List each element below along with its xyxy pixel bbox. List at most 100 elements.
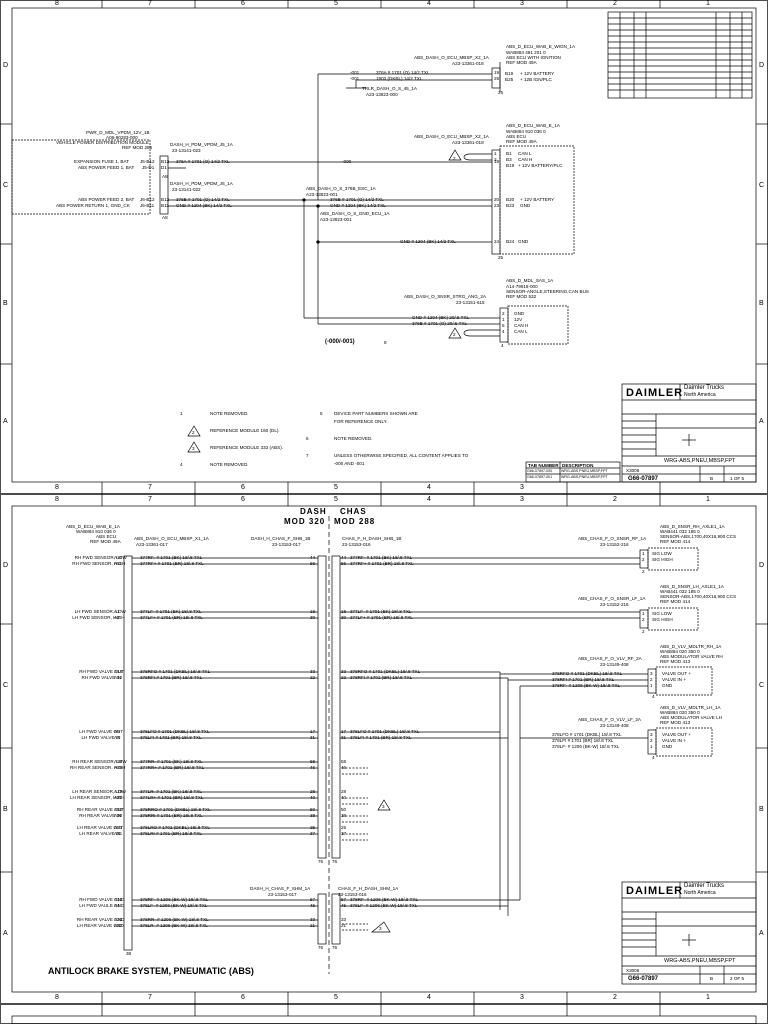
- bulk-chas-gnd-pin: 57: [341, 897, 347, 902]
- tab-table-r1a: G66-07897-000: [527, 469, 553, 473]
- sas-func-12v: 12V: [514, 317, 523, 322]
- sas-wire-gnd: GND # 1204 (BK) 20/.5 TXL: [412, 315, 470, 320]
- wire-label: 377LR- # 1701 (BK) 18/.8 TXL: [140, 789, 202, 794]
- sensor-rh-bottom: 2: [642, 569, 645, 574]
- wire-label: 378LFI # 1701 (BR) 18/.8 TXL: [140, 735, 202, 740]
- ecu-wign-desc: ABS ECU WITH IGNITION: [506, 55, 561, 60]
- ecu-mid-mod: REF MOD 49A: [506, 139, 537, 144]
- tb-desc: WRG-ABS,PNEU,MBSP,FPT: [664, 458, 736, 464]
- note-3-text: REFERENCE MODULE 333 (ABS).: [210, 445, 284, 450]
- gnd-signal-label: RH REAR VALVE GND: [76, 917, 125, 922]
- valve-rh-pin2: 2: [650, 677, 653, 682]
- schematic-sheet-2: 8 7 6 5 4 3 2 1 D C B A D C B A 8 7 6 5 …: [0, 494, 768, 1004]
- pdm-abs-feed: ABS POWER FEED 1, BAT: [78, 165, 135, 170]
- ecu-mid-desc: ABS ECU: [506, 134, 527, 139]
- sensor-lh-desc: SENSOR-ABS,1700,40X16,900 CCS: [660, 594, 737, 599]
- valve-rh-pin1: 1: [650, 683, 653, 688]
- ecu-pin: A29: [114, 765, 123, 770]
- note-2-flag-sas: 2: [453, 332, 456, 337]
- valve-lh-func-out: VALVE OUT +: [662, 732, 691, 737]
- bulk-dash-pin: 56: [310, 561, 316, 566]
- sensor-lh-part: WAB441 032 185 0: [660, 589, 700, 594]
- zone-row-a: A: [3, 418, 8, 425]
- pdm-b12b: B12: [161, 197, 170, 202]
- bulk-dash-pin: 18: [310, 609, 316, 614]
- pdm-a8b: A8: [162, 215, 168, 220]
- wire-label: 377LF- # 1701 (BK) 18/.8 TXL: [140, 609, 202, 614]
- s2-tb-sheet: 2 OF 5: [730, 976, 745, 981]
- ecu-mid-bat: + 12V BATTERY/PLC: [518, 163, 563, 168]
- note-6-tag: 6: [306, 436, 309, 441]
- valve-rh-ref: ABS_D_VLV_MDLTR_RH_1A: [660, 644, 722, 649]
- ecu-top-conn-part: A23-13361-018: [452, 61, 484, 66]
- sheet-1-frame: [0, 0, 768, 494]
- bulk-chas-pin: 50: [341, 807, 347, 812]
- ecu-gnd-pin: A13: [114, 897, 123, 902]
- sensor-rh-func2: SIG HIGH: [652, 557, 673, 562]
- zone-col-1: 1: [706, 0, 710, 7]
- gnd-wire-label: 378LF- # 1206 (BK-W) 18/.8 TXL: [140, 903, 208, 908]
- sas-ref: ABS_D_MDL_SAS_1A: [506, 278, 554, 283]
- sensor-rh-part: WAB441 032 185 0: [660, 529, 700, 534]
- bulk-dash-pin: 58: [310, 759, 316, 764]
- s2-ecu-desc: ABS ECU: [96, 534, 117, 539]
- bulk-chas-pin: 25: [341, 825, 347, 830]
- gnd-signal-label: LH FWD VAULE GND: [79, 903, 125, 908]
- valve-lh-pin3: 3: [650, 732, 653, 737]
- s2-tb-scale: X3006: [626, 968, 640, 973]
- bulk-chas-pin: 17: [341, 729, 347, 734]
- bulk-dash-pin: 44: [310, 555, 316, 560]
- ecu-top-wire-376a: 376A # 1701 (O) 14/2 TXL: [376, 70, 430, 75]
- bulk-chas-pin: 44: [341, 555, 347, 560]
- sensor-lh-conn-part: 23-13152-216: [600, 602, 629, 607]
- ecu-wign-part: WAB884 491 201 0: [506, 50, 546, 55]
- wire-out-label: 378LFI # 1701 (BR) 18/.8 TXL: [350, 735, 412, 740]
- gnd-signal-label: LH REAR VALVE GND: [76, 923, 124, 928]
- splice-376b-part: A23-13823-001: [306, 192, 338, 197]
- ecu-mid-can-h: CAN H: [518, 157, 533, 162]
- pdm-wire-376b: 376B # 1701 (O) 14/2 TXL: [176, 197, 230, 202]
- note-5-tag: 5: [320, 411, 323, 416]
- sheet-2-frame: [0, 494, 768, 1004]
- bulk-dash-gnd-pin: 21: [310, 923, 316, 928]
- valve-lh-bottom: 4: [652, 755, 655, 760]
- ecu-mid-ref: ABS_D_ECU_WAB_E_1A: [506, 123, 560, 128]
- ecu-wign-mod: REF MOD 49A: [506, 60, 537, 65]
- pdm-b11: B11: [161, 203, 169, 208]
- s2-tb-desc: WRG-ABS,PNEU,MBSP,FPT: [664, 958, 736, 964]
- valve-rh-pin3: 3: [650, 671, 653, 676]
- s2-zone-row-b-right: B: [759, 806, 764, 813]
- valve-lh-mod: REF MOD 413: [660, 720, 691, 725]
- pdm-feed2-pin: J6-B12: [140, 197, 155, 202]
- wire-out-label: 377RF- # 1701 (BK) 18/.8 TXL: [350, 555, 413, 560]
- pdm-j6-conn: DASH_H_PDM_VPDM_J6_1A: [170, 181, 233, 186]
- zone-col-3-bottom: 3: [520, 484, 524, 491]
- wire-label: 378RRO # 1701 (DKBL) 18/.8 TXL: [140, 807, 211, 812]
- sensor-lh-func2: SIG HIGH: [652, 617, 673, 622]
- wire-label: 378LRI # 1701 (BR) 18/.8 TXL: [140, 831, 202, 836]
- s2-ecu-part: WAB884 910 036 0: [76, 529, 116, 534]
- s2-zone-col-7: 7: [148, 496, 152, 503]
- ecu-pin: A23: [114, 825, 123, 830]
- bulk-chas-pin: 46: [341, 765, 347, 770]
- zone-col-7-bottom: 7: [148, 484, 152, 491]
- ecu-mid-part: WAB884 910 036 0: [506, 129, 546, 134]
- s2-tb-sub: North America: [684, 890, 716, 896]
- signal-label: LH REAR SENSOR, LOW: [72, 789, 126, 794]
- valve-rh-conn: ABS_CHAS_F_O_VLV_RF_2A: [578, 656, 642, 661]
- pdm-return1-pin: J6-B11: [140, 203, 155, 208]
- ecu-pin: A19: [114, 789, 123, 794]
- s2-zone-row-a-right: A: [759, 930, 764, 937]
- note-6-text: NOTE REMOVED.: [334, 436, 373, 441]
- zone-col-6-bottom: 6: [241, 484, 245, 491]
- bulk-chas-pin: 40: [341, 795, 347, 800]
- sas-conn-part: 23-13151-615: [456, 300, 485, 305]
- signal-label: RH REAR VALVE IN: [79, 813, 122, 818]
- zone-col-5-bottom: 5: [334, 484, 338, 491]
- bulk-chas-pin: 28: [341, 789, 347, 794]
- splice-wire-376b: 376B # 1701 (O) 14/2 TXL: [330, 197, 384, 202]
- bulk-dash-pin: 22: [310, 675, 316, 680]
- s2-zone-col-2: 2: [613, 496, 617, 503]
- signal-label: LH REAR SENSOR, HIGH: [70, 795, 125, 800]
- ecu-mid-cpin-24: 24: [494, 239, 500, 244]
